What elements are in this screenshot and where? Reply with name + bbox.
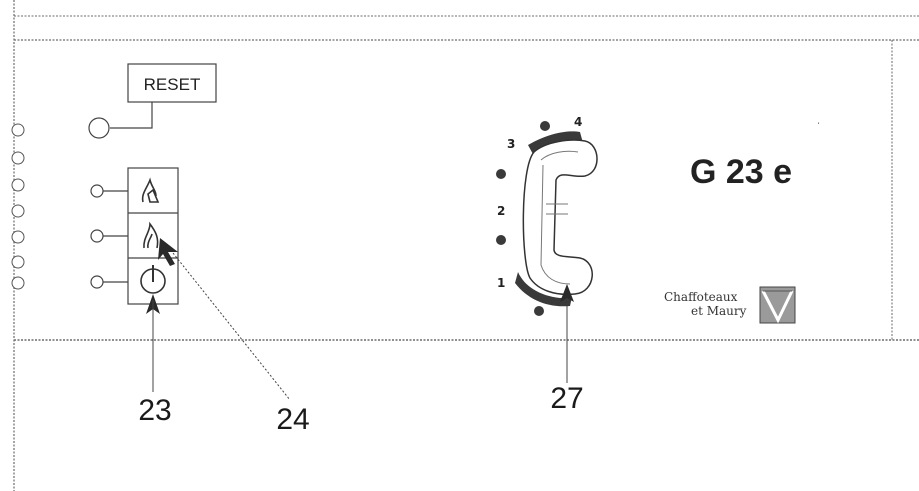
reset-group: RESET — [88, 63, 217, 139]
reset-button[interactable] — [127, 63, 217, 103]
reset-indicator-lamp — [88, 117, 110, 139]
dial-label-4: 4 — [574, 115, 582, 129]
leader-lines — [152, 252, 568, 401]
mode-selector — [90, 167, 179, 314]
flame-icon — [143, 221, 159, 249]
reset-label: RESET — [144, 75, 201, 94]
callout-23: 23 — [138, 394, 171, 427]
dial-label-3: 3 — [507, 137, 515, 151]
callout-24: 24 — [276, 403, 309, 436]
dial-scale-arc-bottom — [515, 272, 572, 307]
small-mark: ˌ — [817, 114, 820, 125]
dial-scale-dots — [496, 121, 550, 316]
temperature-dial[interactable]: 4 3 2 1 — [496, 115, 598, 316]
dial-label-1: 1 — [497, 276, 505, 290]
callout-27: 27 — [550, 382, 583, 415]
dial-label-2: 2 — [497, 204, 505, 218]
small-flame-icon — [141, 177, 160, 203]
mode-indicator-lamps — [90, 184, 128, 289]
dial-pointer-arrow — [560, 284, 574, 302]
brand-logo — [759, 286, 796, 324]
dial-knob[interactable] — [522, 139, 598, 296]
panel-frame — [13, 0, 919, 491]
vent-holes — [11, 123, 25, 290]
brand-name-line1: Chaffoteaux — [664, 290, 738, 304]
brand-name-line2: et Maury — [691, 304, 747, 318]
model-label: G 23 e — [690, 153, 792, 191]
reduced-flame-button[interactable] — [141, 177, 160, 203]
full-flame-button[interactable] — [143, 221, 178, 266]
